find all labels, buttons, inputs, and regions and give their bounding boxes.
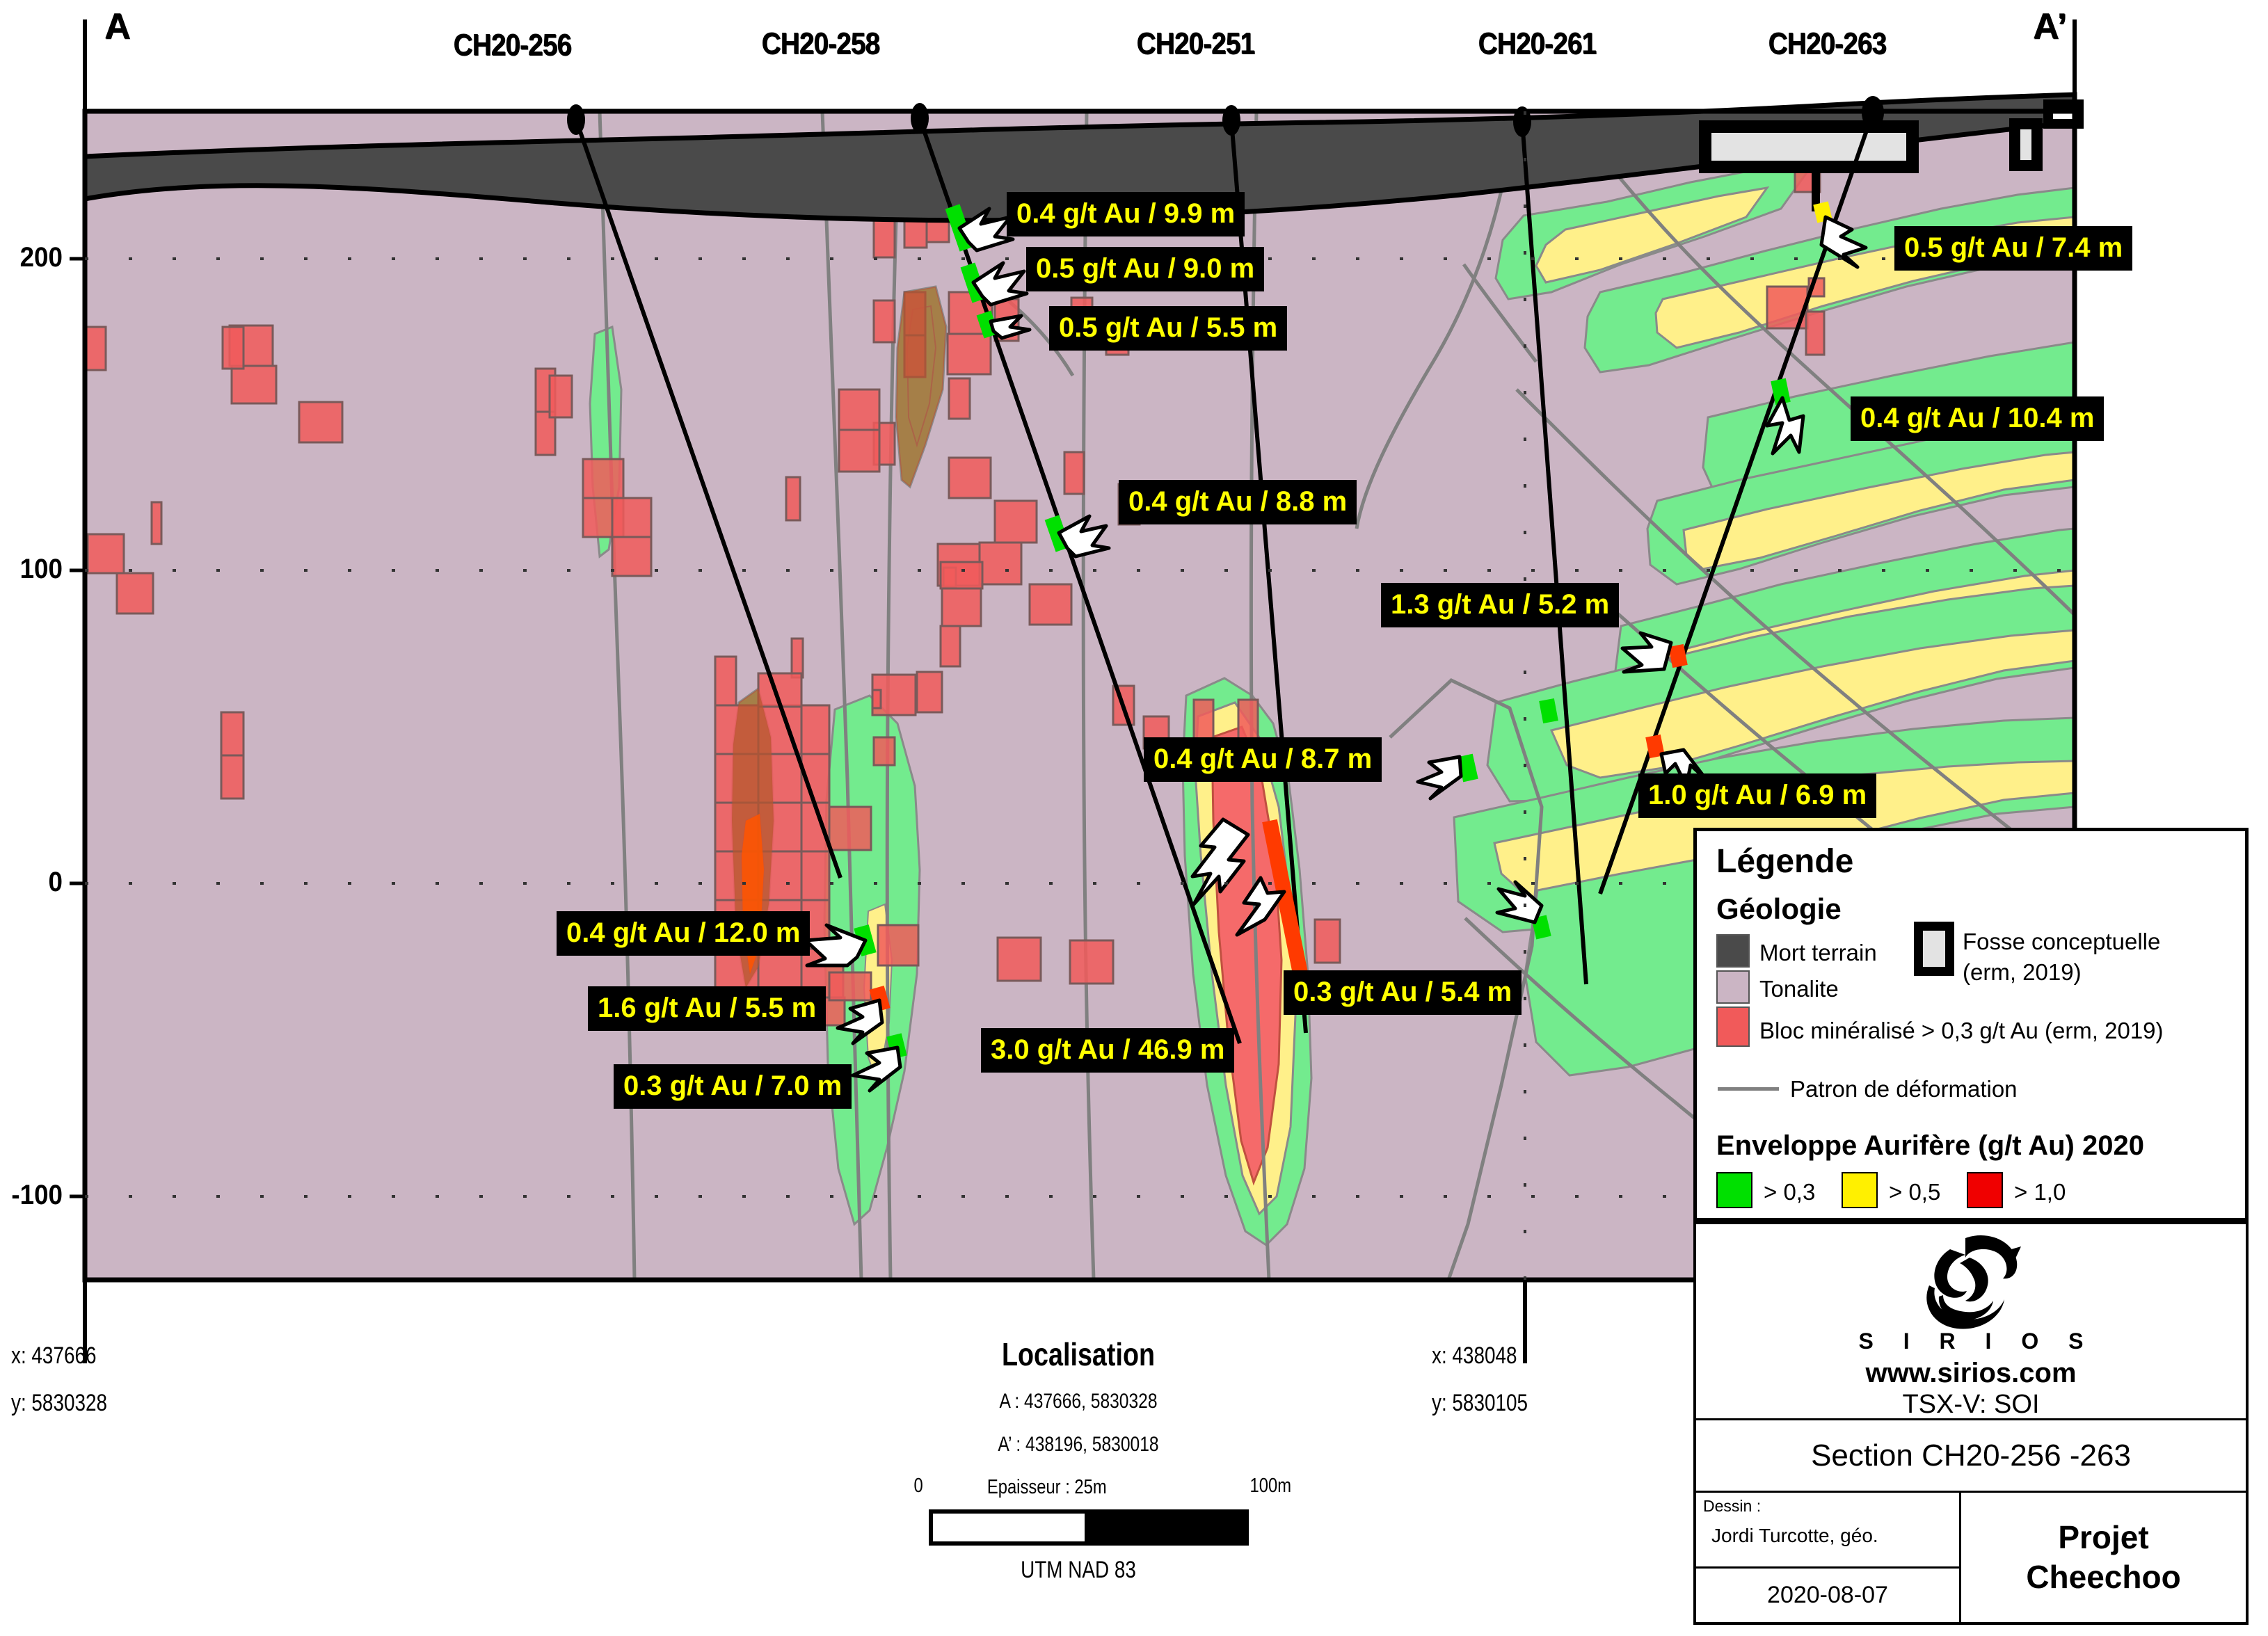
- legend-swatch-env-10: [1967, 1172, 2003, 1208]
- logo-panel: S I R I O S www.sirios.com TSX-V: SOI: [1696, 1224, 2246, 1420]
- drawn-by-label: Dessin :: [1703, 1497, 1762, 1515]
- project-line-1: Projet: [2058, 1518, 2149, 1555]
- legend-label-pit-line2: (erm, 2019): [1963, 959, 2082, 985]
- scalebar-thickness-label: Epaisseur : 25m: [987, 1476, 1107, 1498]
- assay-callout: 1.6 g/t Au / 5.5 m: [588, 986, 826, 1031]
- drill-hole-label-ch20-251: CH20-251: [1136, 26, 1255, 61]
- localisation-point-a: A : 437666, 5830328: [999, 1390, 1158, 1413]
- left-coord-y: y: 5830328: [11, 1390, 107, 1416]
- section-start-label: A: [104, 6, 131, 47]
- legend-label-overburden: Mort terrain: [1759, 940, 1877, 965]
- scalebar-half-light: [929, 1509, 1089, 1546]
- assay-callout: 0.5 g/t Au / 5.5 m: [1049, 306, 1288, 351]
- drill-hole-label-ch20-256: CH20-256: [453, 28, 572, 62]
- y-tick-minus100: -100: [11, 1180, 63, 1210]
- right-coord-y: y: 5830105: [1432, 1390, 1528, 1416]
- assay-callout: 1.0 g/t Au / 6.9 m: [1638, 773, 1877, 818]
- assay-callout: 0.4 g/t Au / 8.8 m: [1119, 480, 1357, 524]
- assay-callout: 1.3 g/t Au / 5.2 m: [1381, 583, 1620, 627]
- y-tick-0: 0: [48, 867, 63, 897]
- ticker-symbol: TSX-V: SOI: [1902, 1390, 2040, 1419]
- legend-title: Légende: [1716, 843, 1854, 880]
- legend-label-deformation: Patron de déformation: [1790, 1076, 2018, 1102]
- legend-label-pit-line1: Fosse conceptuelle: [1963, 929, 2161, 954]
- drawing-date: 2020-08-07: [1696, 1566, 1959, 1622]
- scalebar-half-dark: [1089, 1509, 1249, 1546]
- y-tick-100: 100: [19, 554, 63, 584]
- drill-hole-label-ch20-261: CH20-261: [1478, 26, 1597, 61]
- callout-leader-arrows: [804, 207, 1868, 1093]
- legend-swatch-env-05: [1842, 1172, 1878, 1208]
- section-end-label: A’: [2033, 6, 2068, 47]
- assay-callout: 0.4 g/t Au / 9.9 m: [1007, 192, 1245, 236]
- legend-geology-heading: Géologie: [1716, 892, 1842, 925]
- y-tick-200: 200: [19, 242, 63, 273]
- y-axis-ticks: [70, 257, 86, 1198]
- overburden-unit: [82, 92, 2077, 223]
- scalebar-max-label: 100m: [1249, 1475, 1292, 1497]
- assay-callout: 0.3 g/t Au / 7.0 m: [614, 1064, 852, 1109]
- legend-line-deformation: [1718, 1087, 1779, 1091]
- sirios-logo-icon: [1926, 1235, 2021, 1329]
- drill-hole-label-ch20-263: CH20-263: [1768, 26, 1887, 61]
- assay-callout: 0.4 g/t Au / 8.7 m: [1144, 737, 1382, 782]
- assay-callout: 0.4 g/t Au / 10.4 m: [1851, 396, 2105, 441]
- section-name: Section CH20-256 -263: [1696, 1420, 2246, 1493]
- legend-swatch-conceptual-pit: [1914, 922, 1954, 976]
- legend-label-env-03: > 0,3: [1764, 1179, 1816, 1205]
- datum-label: UTM NAD 83: [1021, 1557, 1136, 1583]
- assay-callout: 3.0 g/t Au / 46.9 m: [981, 1028, 1235, 1073]
- drawn-by-value: Jordi Turcotte, géo.: [1711, 1525, 1878, 1546]
- drill-hole-label-ch20-258: CH20-258: [761, 26, 880, 61]
- legend-swatch-block: [1716, 1007, 1750, 1047]
- legend-label-block: Bloc minéralisé > 0,3 g/t Au (erm, 2019): [1759, 1018, 2164, 1043]
- project-line-2: Cheechoo: [2026, 1559, 2181, 1595]
- localisation-title: Localisation: [1001, 1336, 1156, 1372]
- legend-swatch-tonalite: [1716, 970, 1750, 1004]
- legend-label-env-05: > 0,5: [1889, 1179, 1941, 1205]
- legend-swatch-overburden: [1716, 934, 1750, 968]
- section-frame: [82, 19, 2077, 1363]
- assay-callout: 0.5 g/t Au / 7.4 m: [1894, 226, 2133, 271]
- right-coord-x: x: 438048: [1432, 1342, 1517, 1369]
- company-name: S I R I O S: [1858, 1329, 2095, 1354]
- project-name: Projet Cheechoo: [1959, 1493, 2246, 1622]
- assay-callout: 0.4 g/t Au / 12.0 m: [557, 911, 810, 956]
- legend-label-env-10: > 1,0: [2014, 1179, 2066, 1205]
- legend-envelope-heading: Enveloppe Aurifère (g/t Au) 2020: [1716, 1130, 2144, 1161]
- assay-callout: 0.5 g/t Au / 9.0 m: [1026, 247, 1265, 291]
- company-website: www.sirios.com: [1865, 1358, 2077, 1388]
- left-coord-x: x: 437666: [11, 1342, 97, 1369]
- assay-callout: 0.3 g/t Au / 5.4 m: [1284, 970, 1522, 1015]
- scalebar-zero-label: 0: [913, 1475, 923, 1497]
- title-block: S I R I O S www.sirios.com TSX-V: SOI Se…: [1693, 1221, 2249, 1625]
- legend-panel: Légende Géologie Mort terrain Tonalite B…: [1693, 828, 2249, 1221]
- localisation-point-a-prime: A’ : 438196, 5830018: [998, 1433, 1159, 1456]
- legend-swatch-env-03: [1716, 1172, 1752, 1208]
- legend-label-tonalite: Tonalite: [1759, 976, 1839, 1002]
